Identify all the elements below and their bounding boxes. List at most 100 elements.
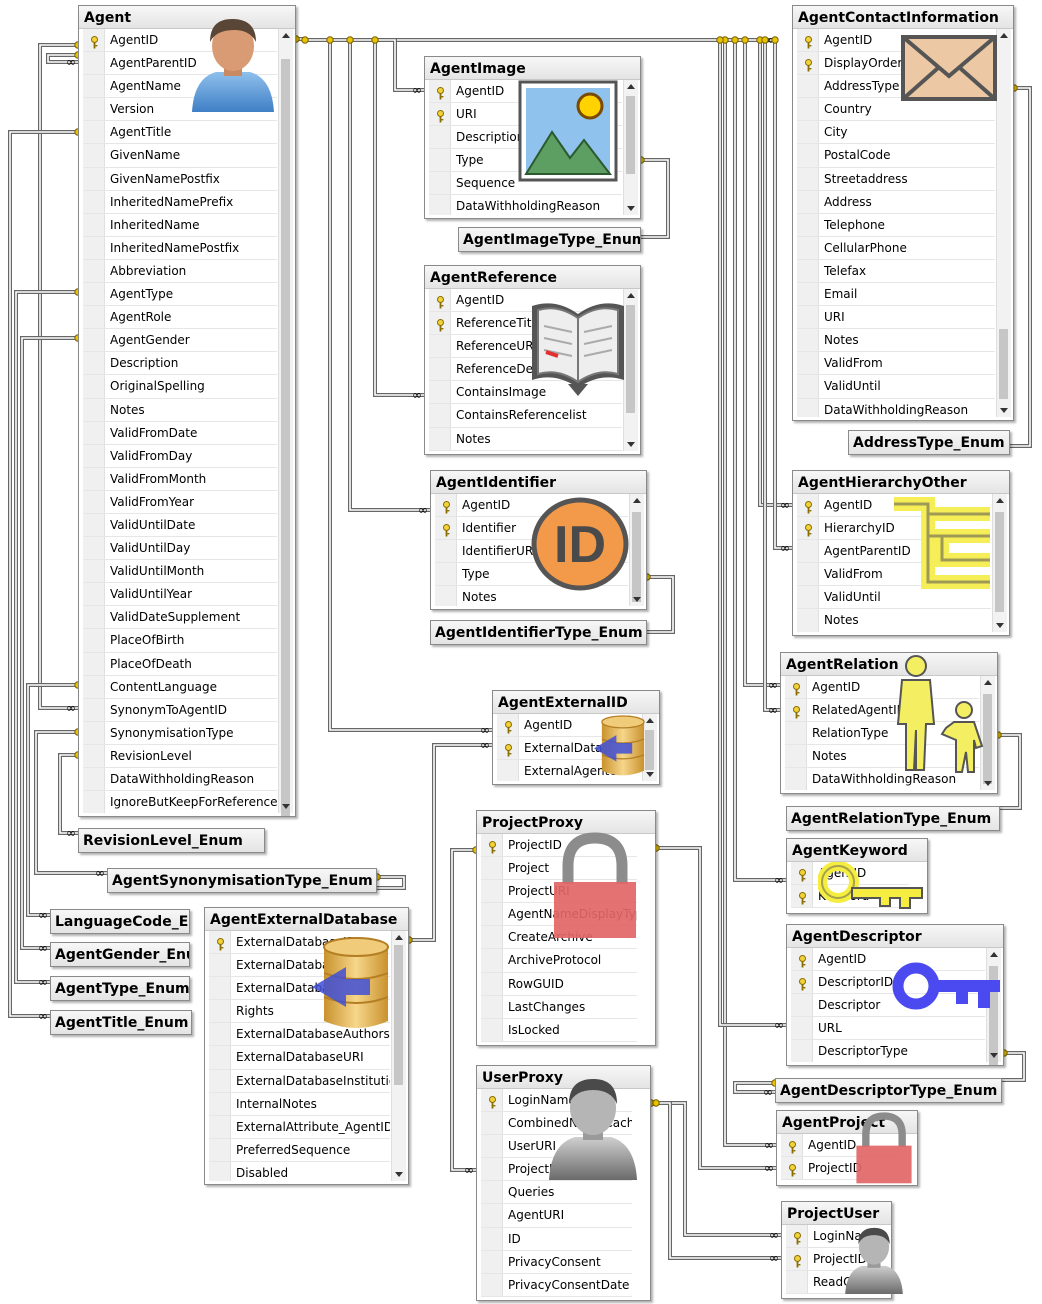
row-selector[interactable] [209,1092,231,1115]
column-row[interactable]: AgentGender [83,329,277,353]
column-row[interactable]: DataWithholdingReason [83,768,277,792]
column-row[interactable]: SynonymisationType [83,721,277,745]
row-selector[interactable] [209,977,231,1000]
row-selector[interactable] [83,306,105,329]
row-selector[interactable] [83,421,105,444]
enum-table-agentgender[interactable]: AgentGender_Enu [50,942,190,967]
row-selector[interactable] [797,190,819,213]
column-row[interactable]: URI [797,306,995,330]
row-selector[interactable] [481,834,503,857]
row-selector[interactable] [786,1271,808,1294]
row-selector[interactable] [481,926,503,949]
scroll-up-icon[interactable] [392,931,406,945]
row-selector[interactable] [797,398,819,417]
column-row[interactable]: IdentifierURI [435,540,628,564]
relationship-line[interactable] [20,336,78,950]
scrollbar[interactable] [623,80,638,215]
row-selector[interactable] [481,1250,503,1273]
enum-table-agentrelationtype[interactable]: AgentRelationType_Enum [786,806,1000,831]
row-selector[interactable] [785,676,807,699]
column-row[interactable]: ValidUntilDay [83,537,277,561]
row-selector[interactable] [797,167,819,190]
row-selector[interactable] [83,467,105,490]
column-row[interactable]: AgentID [497,714,641,738]
column-row[interactable]: AgentID [797,494,991,518]
row-selector[interactable] [429,195,451,215]
row-selector[interactable] [83,791,105,813]
relationship-line[interactable] [998,733,1022,810]
enum-table-agentdescriptortype[interactable]: AgentDescriptorType_Enum [775,1078,1002,1103]
row-selector[interactable] [481,880,503,903]
row-selector[interactable] [429,427,451,450]
column-row[interactable]: AgentID [83,29,277,53]
column-row[interactable]: Address [797,190,995,214]
column-row[interactable]: URL [791,1017,985,1041]
row-selector[interactable] [786,1225,808,1248]
column-row[interactable]: ExternalDatabaseAuthors [209,1023,390,1047]
column-row[interactable]: InheritedName [83,213,277,237]
column-row[interactable]: ValidFromDay [83,444,277,468]
column-row[interactable]: LastChanges [481,995,637,1019]
row-selector[interactable] [435,517,457,540]
enum-table-agentidentifiertype[interactable]: AgentIdentifierType_Enum [430,620,647,645]
column-row[interactable]: AgentName [83,75,277,99]
row-selector[interactable] [83,490,105,513]
column-row[interactable]: Country [797,98,995,122]
row-selector[interactable] [209,1023,231,1046]
row-selector[interactable] [429,126,451,149]
scrollbar[interactable] [992,494,1007,632]
table-title[interactable]: AgentProject [777,1111,917,1134]
column-row[interactable]: ExternalAttribute_AgentID [209,1115,390,1139]
column-row[interactable]: InternalNotes [209,1092,390,1116]
column-row[interactable]: PrivacyConsent [481,1250,632,1274]
row-selector[interactable] [791,862,813,885]
column-row[interactable]: Notes [797,609,991,632]
column-row[interactable]: ContainsReferencelist [429,404,622,428]
row-selector[interactable] [797,540,819,563]
table-title[interactable]: AgentKeyword [787,839,927,862]
scroll-up-icon[interactable] [630,494,644,508]
scroll-up-icon[interactable] [997,29,1011,43]
column-row[interactable]: AgentID [429,289,622,313]
column-row[interactable]: DataWithholdingReason [797,398,995,417]
column-row[interactable]: City [797,121,995,145]
enum-table-agenttitle[interactable]: AgentTitle_Enum [50,1010,192,1035]
row-selector[interactable] [797,98,819,121]
row-selector[interactable] [797,75,819,98]
row-selector[interactable] [429,80,451,103]
row-selector[interactable] [781,1157,803,1180]
row-selector[interactable] [791,1017,813,1040]
row-selector[interactable] [83,144,105,167]
row-selector[interactable] [481,1135,503,1158]
relationship-line[interactable] [641,158,670,239]
column-row[interactable]: LoginName [481,1089,632,1113]
row-selector[interactable] [83,121,105,144]
row-selector[interactable] [83,583,105,606]
row-selector[interactable] [83,259,105,283]
row-selector[interactable] [429,149,451,172]
column-row[interactable]: Telefax [797,259,995,284]
relationship-line[interactable] [377,875,406,890]
row-selector[interactable] [83,537,105,560]
scroll-up-icon[interactable] [993,494,1007,508]
relationship-line[interactable] [348,40,430,512]
row-selector[interactable] [209,1069,231,1092]
enum-table-agentsynonymisationtype[interactable]: AgentSynonymisationType_Enum [107,868,377,893]
row-selector[interactable] [209,931,231,954]
column-row[interactable]: LoginName [786,1225,873,1249]
row-selector[interactable] [481,857,503,880]
column-row[interactable]: ExternalDatabaseURI [209,1046,390,1070]
table-title[interactable]: AgentIdentifier [431,471,646,494]
relationship-line[interactable] [1002,1051,1026,1082]
row-selector[interactable] [435,563,457,586]
column-row[interactable]: DisplayOrder [797,52,995,76]
relationship-line[interactable] [656,846,776,1170]
column-row[interactable]: ValidUntilDate [83,513,277,538]
column-row[interactable]: ValidFromMonth [83,467,277,491]
row-selector[interactable] [497,714,519,737]
column-row[interactable]: DataWithholdingReason [785,768,979,790]
row-selector[interactable] [791,994,813,1017]
row-selector[interactable] [83,675,105,698]
row-selector[interactable] [797,306,819,329]
row-selector[interactable] [791,885,813,908]
